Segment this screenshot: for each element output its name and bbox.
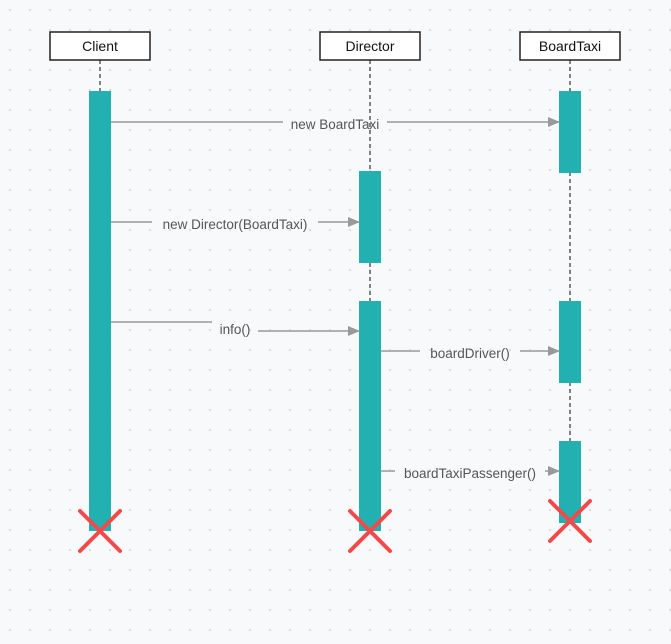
actor-client[interactable]: Client [49, 31, 151, 61]
message-board-taxi-passenger[interactable]: boardTaxiPassenger() [381, 466, 560, 481]
activation-boardtaxi-3[interactable] [559, 441, 581, 523]
message-label: boardTaxiPassenger() [404, 466, 536, 481]
message-label: boardDriver() [430, 346, 510, 361]
x-destroy-icon [78, 509, 122, 553]
x-destroy-icon [548, 499, 592, 543]
actor-boardtaxi-label: BoardTaxi [539, 38, 601, 54]
message-new-boardtaxi[interactable]: new BoardTaxi [111, 117, 560, 132]
actor-director-label: Director [345, 38, 394, 54]
activation-boardtaxi-1[interactable] [559, 91, 581, 173]
activation-boardtaxi-2[interactable] [559, 301, 581, 383]
activation-client[interactable] [89, 91, 111, 531]
x-destroy-icon [348, 509, 392, 553]
message-info[interactable]: info() [111, 321, 360, 337]
actor-boardtaxi[interactable]: BoardTaxi [519, 31, 621, 61]
message-label: new Director(BoardTaxi) [163, 217, 308, 232]
message-label: new BoardTaxi [291, 117, 380, 132]
message-board-driver[interactable]: boardDriver() [381, 346, 560, 361]
activation-director-2[interactable] [359, 301, 381, 531]
message-label: info() [220, 322, 251, 337]
actor-director[interactable]: Director [319, 31, 421, 61]
message-new-director[interactable]: new Director(BoardTaxi) [111, 217, 360, 232]
actor-client-label: Client [82, 38, 118, 54]
activation-director-1[interactable] [359, 171, 381, 263]
